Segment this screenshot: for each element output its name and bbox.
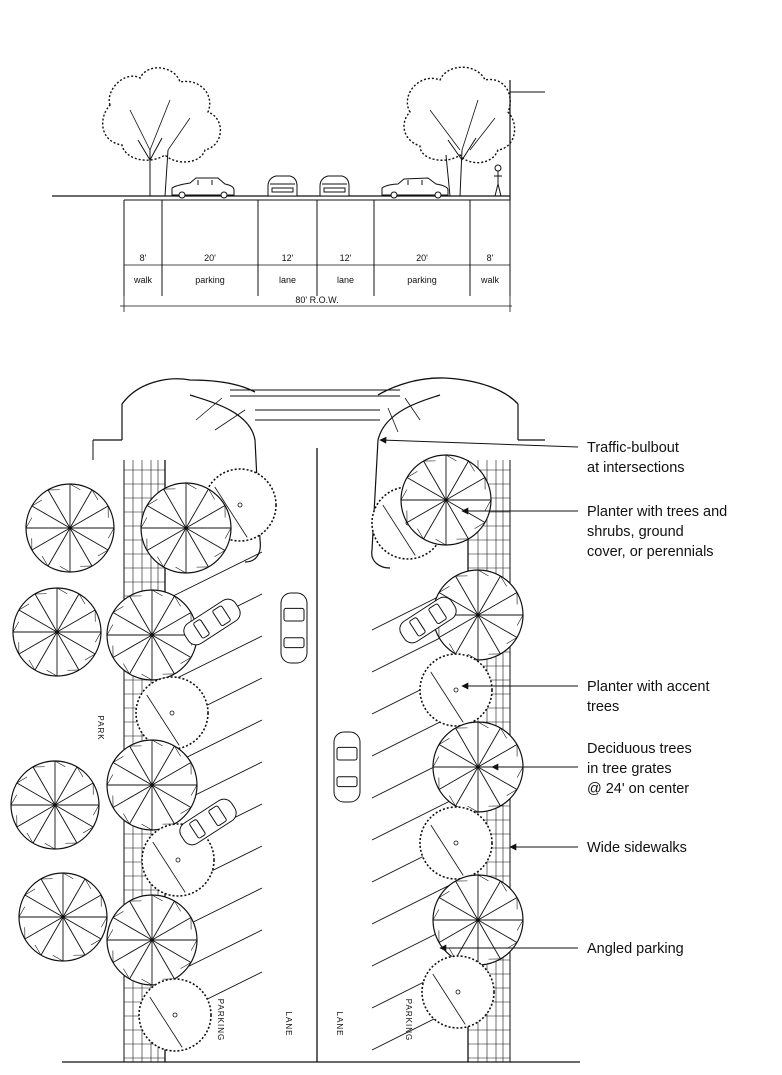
callout-label: Wide sidewalks <box>587 840 687 856</box>
segment-use-label: parking <box>195 275 225 285</box>
segment-use-label: walk <box>480 275 500 285</box>
lane-car-southbound <box>281 593 307 663</box>
park-label: PARK <box>96 715 105 740</box>
parking-label-right: PARKING <box>404 999 413 1041</box>
accent-tree <box>139 979 211 1051</box>
grate-tree <box>107 590 197 680</box>
plan-trees <box>11 455 523 1051</box>
segment-width-label: 8' <box>487 253 494 263</box>
grate-tree <box>107 895 197 985</box>
grate-tree <box>401 455 491 545</box>
accent-tree <box>136 677 208 749</box>
section-car-3 <box>320 176 349 196</box>
street-cross-section <box>52 80 545 312</box>
park-tree <box>26 484 114 572</box>
section-car-1 <box>172 178 234 198</box>
parking-label-left: PARKING <box>216 999 225 1041</box>
segment-width-label: 12' <box>282 253 294 263</box>
section-car-2 <box>268 176 297 196</box>
segment-width-label: 12' <box>340 253 352 263</box>
segment-use-label: parking <box>407 275 437 285</box>
row-total-label: 80' R.O.W. <box>295 295 338 305</box>
segment-use-label: lane <box>337 275 354 285</box>
accent-tree <box>420 654 492 726</box>
lane-label-left: LANE <box>284 1012 293 1037</box>
grate-tree <box>141 483 231 573</box>
segment-width-label: 20' <box>204 253 216 263</box>
park-tree <box>13 588 101 676</box>
park-tree <box>11 761 99 849</box>
plan-cars <box>176 593 459 848</box>
segment-width-label: 8' <box>140 253 147 263</box>
accent-tree <box>422 956 494 1028</box>
park-tree <box>19 873 107 961</box>
accent-tree <box>420 807 492 879</box>
callout-label: Angled parking <box>587 941 684 957</box>
grate-tree <box>107 740 197 830</box>
segment-width-label: 20' <box>416 253 428 263</box>
grate-tree <box>433 875 523 965</box>
section-dimension-labels: 8' walk 20' parking 12' lane 12' lane 20' parking… <box>133 253 500 285</box>
segment-use-label: walk <box>133 275 153 285</box>
parked-car-left <box>180 596 243 649</box>
lane-car-northbound <box>334 732 360 802</box>
segment-use-label: lane <box>279 275 296 285</box>
section-tree-left <box>103 68 221 196</box>
pedestrian-figure <box>494 165 502 196</box>
lane-label-right: LANE <box>335 1012 344 1037</box>
section-car-4 <box>382 178 448 198</box>
